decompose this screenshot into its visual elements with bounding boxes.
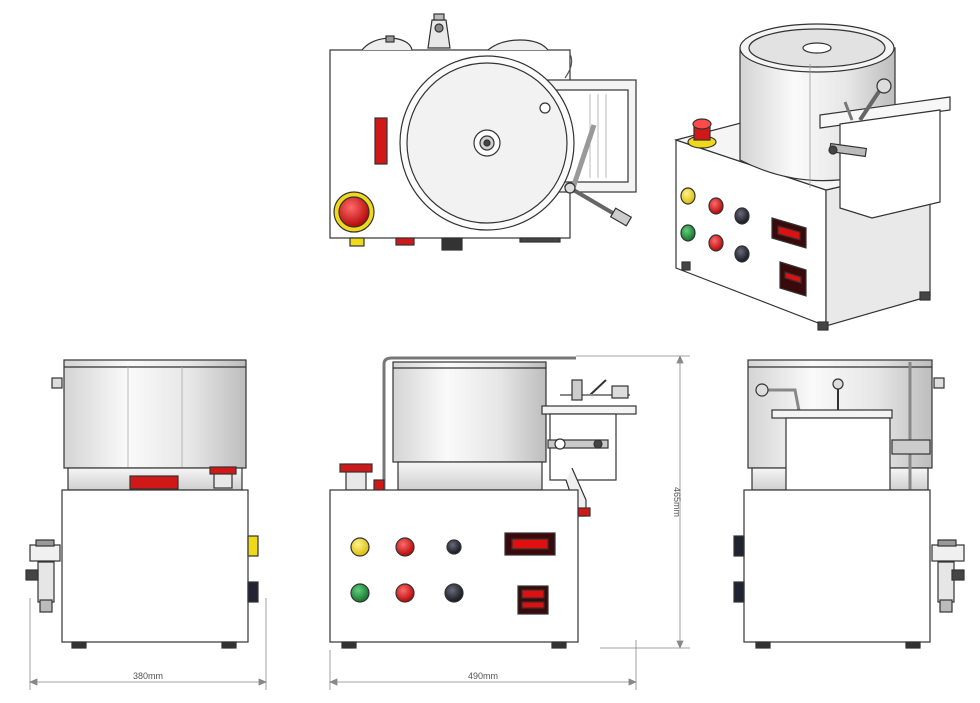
button-black-large (444, 583, 464, 603)
button-red-bottom (395, 583, 415, 603)
end-view-right (733, 359, 965, 649)
end-view-left (25, 359, 259, 649)
button-green (350, 583, 370, 603)
left-bowl (63, 359, 247, 469)
air-regulator-left (25, 539, 61, 613)
height-dimension-label: 465mm (672, 487, 682, 517)
front-cabinet (329, 489, 579, 643)
left-cabinet (61, 489, 249, 643)
isometric-view (673, 23, 951, 331)
right-cabinet (743, 489, 931, 643)
front-bowl (392, 361, 547, 463)
front-view (329, 356, 637, 649)
button-red-top (395, 537, 415, 557)
top-view (329, 13, 637, 251)
dimension-lines (28, 354, 690, 690)
length-dimension-label: 490mm (468, 671, 498, 681)
button-yellow (350, 537, 370, 557)
button-black-small (446, 539, 462, 555)
width-dimension-label: 380mm (133, 671, 163, 681)
handle-bracket (427, 19, 451, 49)
red-window (374, 117, 388, 165)
air-regulator-right (931, 539, 965, 613)
